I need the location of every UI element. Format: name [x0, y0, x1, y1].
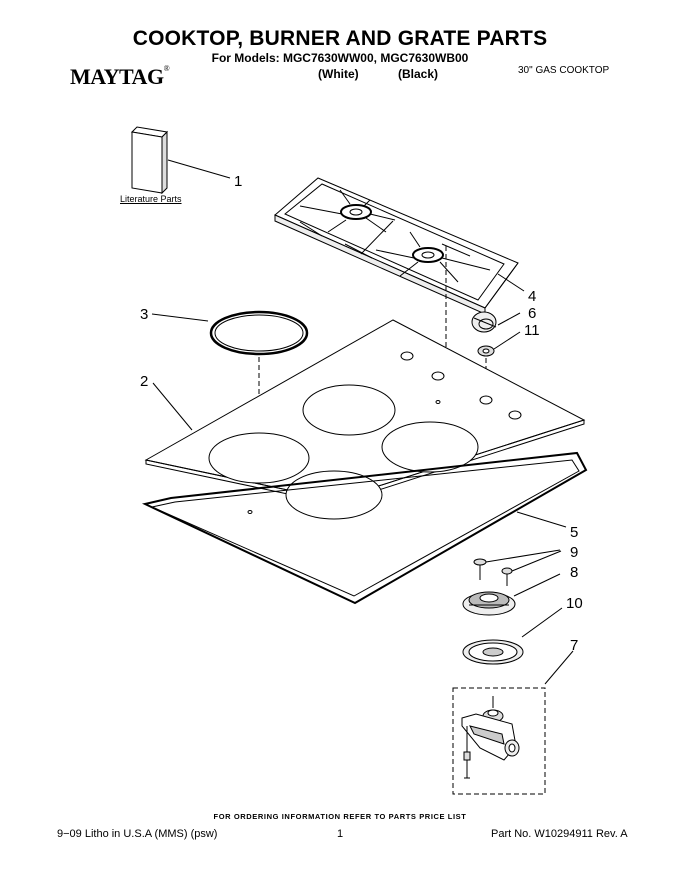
leader-line-6 — [497, 312, 521, 326]
callout-5: 5 — [570, 524, 578, 541]
callout-6: 6 — [528, 305, 536, 322]
burner-cap — [462, 639, 524, 665]
leader-line-8 — [513, 573, 561, 597]
literature-parts-label: Literature Parts — [120, 194, 182, 204]
callout-3: 3 — [140, 306, 148, 323]
page-title: COOKTOP, BURNER AND GRATE PARTS — [132, 27, 548, 50]
leader-line-4 — [497, 273, 525, 292]
cooktop-glass — [144, 319, 586, 520]
leader-line-9b — [511, 550, 562, 572]
burner-screws — [473, 558, 513, 586]
valve-assembly — [461, 696, 520, 779]
callout-2: 2 — [140, 373, 148, 390]
page-number: 1 — [337, 828, 344, 840]
grate — [274, 177, 519, 315]
leader-line-5 — [516, 511, 567, 528]
callout-4: 4 — [528, 288, 536, 305]
leader-line-2 — [152, 382, 193, 431]
color-black-label: (Black) — [398, 67, 439, 81]
brand-logo: MAYTAG® — [70, 64, 170, 90]
leader-line-9a — [485, 549, 561, 563]
leader-line-3 — [151, 313, 209, 322]
brand-name: MAYTAG — [70, 64, 164, 89]
callout-9: 9 — [570, 544, 578, 561]
callout-1: 1 — [234, 173, 242, 190]
control-knob — [471, 311, 497, 333]
leader-line-7 — [544, 650, 574, 685]
callout-10: 10 — [566, 595, 583, 612]
literature-booklet — [130, 126, 169, 195]
footer-litho: 9−09 Litho in U.S.A (MMS) (psw) — [57, 828, 218, 840]
burner-base — [462, 591, 516, 616]
leader-line-1 — [167, 159, 231, 179]
part-number: Part No. W10294911 Rev. A — [491, 828, 628, 840]
knob-seal — [477, 345, 495, 357]
callout-11: 11 — [524, 322, 540, 339]
cooktop-gasket — [141, 451, 588, 605]
brand-registered-mark: ® — [163, 64, 170, 73]
models-line: For Models: MGC7630WW00, MGC7630WB00 — [211, 51, 469, 65]
burner-trim-ring — [209, 310, 309, 356]
leader-line-10 — [521, 607, 563, 638]
color-white-label: (White) — [318, 67, 359, 81]
callout-7: 7 — [570, 637, 578, 654]
valve-assembly-box — [452, 687, 546, 795]
callout-8: 8 — [570, 564, 578, 581]
product-type: 30" GAS COOKTOP — [518, 65, 610, 76]
leader-line-11 — [493, 331, 521, 350]
ordering-note: FOR ORDERING INFORMATION REFER TO PARTS … — [213, 812, 467, 821]
